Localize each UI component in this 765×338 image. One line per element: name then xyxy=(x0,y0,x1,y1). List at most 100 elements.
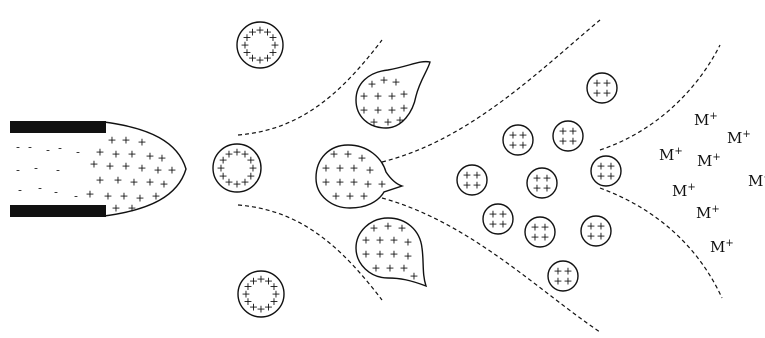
positive-charge: + xyxy=(369,116,378,129)
positive-charge: + xyxy=(540,231,549,244)
positive-charge: + xyxy=(563,275,572,288)
positive-charge: + xyxy=(379,74,388,87)
negative-charge: - xyxy=(74,190,78,203)
positive-charge: + xyxy=(389,234,398,247)
plume-boundary xyxy=(600,45,720,150)
positive-charge: + xyxy=(596,230,605,243)
positive-charge: + xyxy=(542,182,551,195)
positive-charge: + xyxy=(397,222,406,235)
positive-charge: + xyxy=(409,270,418,283)
positive-charge: + xyxy=(359,90,368,103)
positive-charge: + xyxy=(361,234,370,247)
positive-charge: + xyxy=(105,160,114,173)
positive-charge: + xyxy=(145,150,154,163)
offspring-droplet: ++++ xyxy=(581,216,611,246)
ion-label: M+ xyxy=(696,204,720,222)
ion-label: M+ xyxy=(697,152,721,170)
negative-charge: - xyxy=(16,164,20,177)
positive-charge: + xyxy=(343,148,352,161)
positive-charge: + xyxy=(375,234,384,247)
offspring-droplet: ++++ xyxy=(503,125,533,155)
positive-charge: + xyxy=(532,182,541,195)
positive-charge: + xyxy=(488,218,497,231)
positive-charge: + xyxy=(568,135,577,148)
negative-charge: - xyxy=(58,142,62,155)
ion-label: M+ xyxy=(694,111,718,129)
positive-charge: + xyxy=(592,87,601,100)
ion-label: M+ xyxy=(710,238,734,256)
charged-droplets: ++++++++++++++++++++++++++++++++++++++++… xyxy=(213,22,621,317)
negative-charge: - xyxy=(46,144,50,157)
positive-charge: + xyxy=(359,104,368,117)
negative-charge: - xyxy=(38,182,42,195)
offspring-droplet: ++++ xyxy=(587,73,617,103)
positive-charge: + xyxy=(375,248,384,261)
fissioning-droplet-middle: +++++++++++++++ xyxy=(316,145,402,208)
positive-charge: + xyxy=(385,262,394,275)
positive-charge: + xyxy=(606,170,615,183)
offspring-droplet: ++++ xyxy=(457,165,487,195)
positive-charge: + xyxy=(383,220,392,233)
positive-charge: + xyxy=(349,176,358,189)
negative-charge: - xyxy=(28,141,32,154)
positive-charge: + xyxy=(145,176,154,189)
positive-charge: + xyxy=(472,179,481,192)
negative-charge: - xyxy=(34,162,38,175)
ion-label: M+ xyxy=(659,146,683,164)
positive-charge: + xyxy=(349,162,358,175)
positive-charge: + xyxy=(596,170,605,183)
positive-charge: + xyxy=(498,218,507,231)
positive-charge: + xyxy=(137,162,146,175)
positive-charge: + xyxy=(246,154,255,167)
positive-charge: + xyxy=(151,190,160,203)
positive-charge: + xyxy=(159,178,168,191)
positive-charge: + xyxy=(335,162,344,175)
negative-charge: - xyxy=(54,186,58,199)
positive-charge: + xyxy=(399,262,408,275)
ion-label: M+ xyxy=(672,182,696,200)
positive-charge: + xyxy=(508,139,517,152)
positive-charge: + xyxy=(403,236,412,249)
positive-charge: + xyxy=(269,280,278,293)
positive-charge: + xyxy=(167,164,176,177)
fissioning-droplet-upper: ++++++++++++++ xyxy=(356,62,430,129)
offspring-droplet: ++++ xyxy=(553,121,583,151)
gas-phase-ions: M+M+M+M+M+M+M+M+ xyxy=(659,111,765,256)
offspring-droplet: ++++ xyxy=(591,156,621,186)
positive-charge: + xyxy=(107,134,116,147)
emitter-capillary: ------------++++++++++++++++++++++++++ xyxy=(10,121,186,217)
positive-charge: + xyxy=(518,139,527,152)
positive-charge: + xyxy=(321,162,330,175)
positive-charge: + xyxy=(383,116,392,129)
offspring-droplet: ++++ xyxy=(483,204,513,234)
positive-charge: + xyxy=(95,174,104,187)
fissioning-droplet-lower: +++++++++++++++ xyxy=(356,218,426,286)
positive-charge: + xyxy=(329,148,338,161)
large-charged-droplet: ++++++++++++ xyxy=(213,144,261,192)
positive-charge: + xyxy=(553,275,562,288)
positive-charge: + xyxy=(129,176,138,189)
ion-label: M+ xyxy=(727,129,751,147)
positive-charge: + xyxy=(127,202,136,215)
positive-charge: + xyxy=(395,114,404,127)
positive-charge: + xyxy=(121,134,130,147)
positive-charge: + xyxy=(321,176,330,189)
positive-charge: + xyxy=(462,179,471,192)
positive-charge: + xyxy=(377,178,386,191)
positive-charge: + xyxy=(331,190,340,203)
large-charged-droplet: ++++++++++++ xyxy=(237,22,283,68)
positive-charge: + xyxy=(530,231,539,244)
positive-charge: + xyxy=(135,192,144,205)
positive-charge: + xyxy=(389,248,398,261)
positive-charge: + xyxy=(365,164,374,177)
positive-charge: + xyxy=(232,178,241,191)
positive-charge: + xyxy=(137,136,146,149)
positive-charge: + xyxy=(89,158,98,171)
positive-charge: + xyxy=(399,88,408,101)
positive-charge: + xyxy=(121,160,130,173)
positive-charge: + xyxy=(558,135,567,148)
positive-charge: + xyxy=(361,248,370,261)
positive-charge: + xyxy=(586,230,595,243)
capillary-wall-top xyxy=(10,121,106,133)
